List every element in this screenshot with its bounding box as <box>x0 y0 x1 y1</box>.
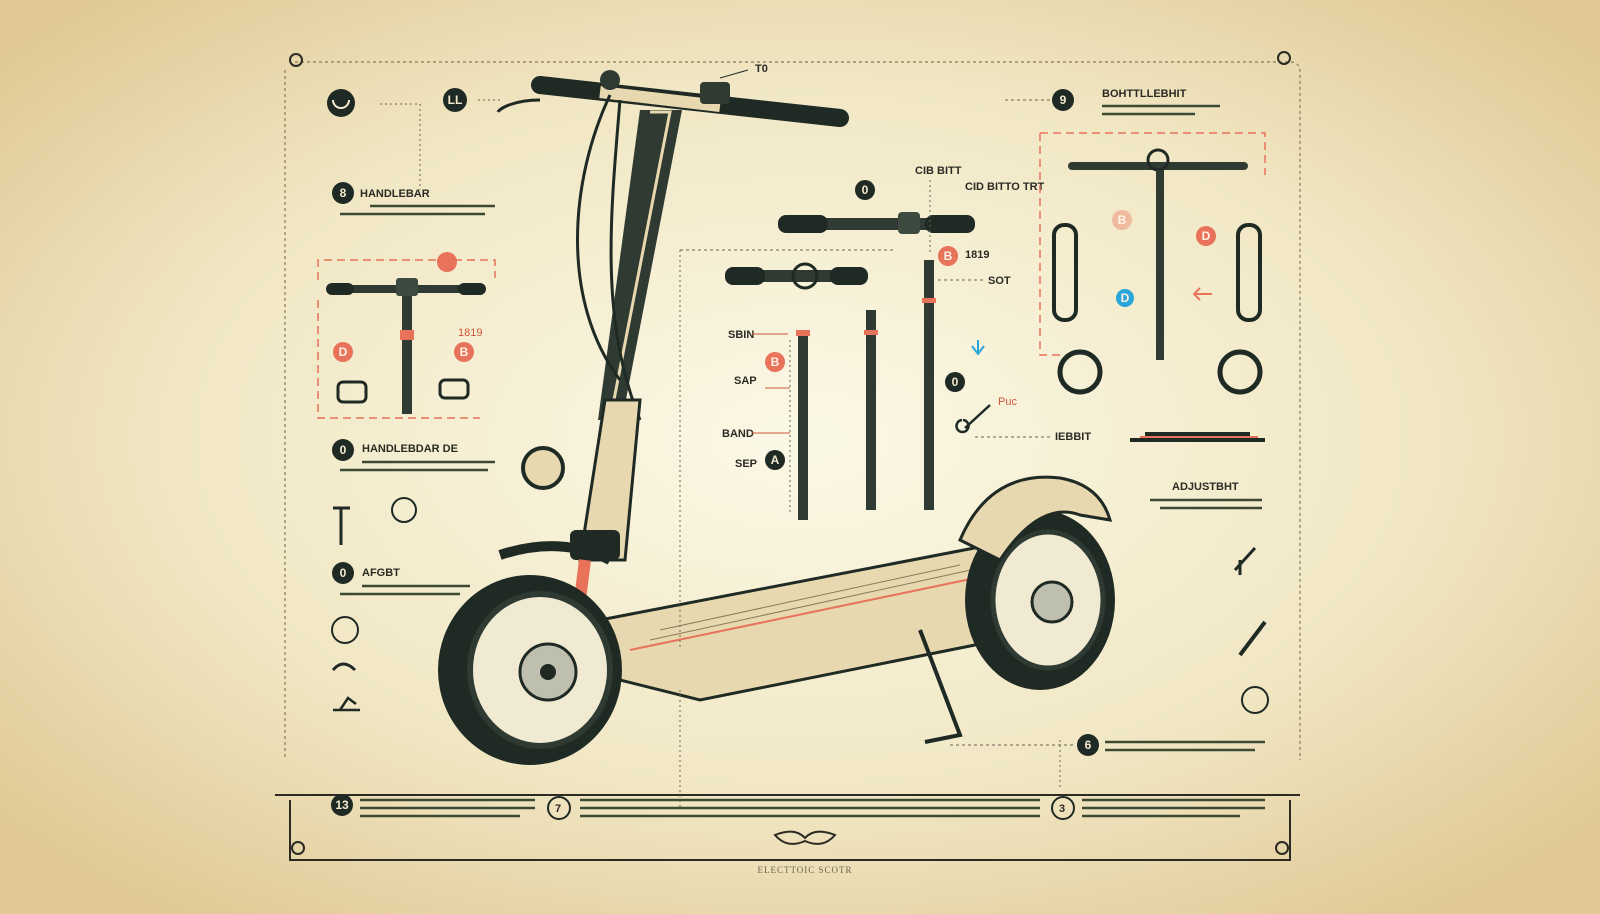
gauge-icon <box>327 89 355 117</box>
top-label: T0 <box>755 63 768 75</box>
deck-part-icon <box>1130 432 1265 442</box>
footer-badge: 3 <box>1059 803 1065 815</box>
frame-ornaments <box>275 51 1300 861</box>
wheel-detail-icon <box>1057 349 1103 395</box>
sbin-label: SBIN <box>728 329 754 341</box>
right-bottom-badge: 6 <box>1085 738 1092 752</box>
stem-label-b: CID BITTO TRT <box>965 181 1045 193</box>
right-inset-badge: B <box>1118 213 1127 227</box>
right-header-badge: 9 <box>1060 93 1067 107</box>
sep-label: SEP <box>735 458 757 470</box>
puc-label: Puc <box>998 396 1017 408</box>
inset-badge-label: B <box>460 345 469 359</box>
bell-icon <box>331 616 359 644</box>
sap-badge: B <box>771 355 780 369</box>
tool-icon <box>391 497 417 523</box>
section2-label: HANDLEBDAR DE <box>362 443 458 455</box>
inset-box-left <box>317 259 496 419</box>
text-lines <box>340 204 495 216</box>
text-lines <box>1150 498 1262 510</box>
lever-icon <box>1233 546 1257 575</box>
right-header-label: BOHTTLLEBHIT <box>1102 88 1187 100</box>
right-inset-badge: D <box>1202 229 1211 243</box>
band-label: BAND <box>722 428 754 440</box>
wheel-detail-icon <box>1217 349 1263 395</box>
text-lines <box>340 584 470 596</box>
headlight-icon <box>521 446 565 490</box>
pen-icon <box>1238 620 1267 657</box>
text-lines <box>340 460 495 472</box>
inset-label: 1819 <box>458 327 482 339</box>
gauge-detail-icon <box>1241 686 1269 714</box>
text-lines <box>360 798 1265 818</box>
center-badge-c: 0 <box>952 375 959 389</box>
inset-box-right <box>1039 132 1266 356</box>
sep-badge: A <box>771 453 780 467</box>
right-inset-badge: D <box>1121 291 1130 305</box>
center-label-b: 1819 <box>965 249 989 261</box>
text-lines <box>1105 740 1265 752</box>
center-badge-b: B <box>944 249 953 263</box>
footer-row: 13 7 3 <box>331 794 1265 820</box>
inset-badge <box>333 342 353 362</box>
footer-badge: 13 <box>335 798 349 812</box>
section3-label: AFGBT <box>362 567 400 579</box>
section1-label: HANDLEBAR <box>360 188 430 200</box>
adjust-label: ADJUSTBHT <box>1172 481 1239 493</box>
sap-label: SAP <box>734 375 757 387</box>
front-wheel <box>438 575 622 765</box>
center-parts: T0 0 CIB BITT CID BITTO TRT B 1819 SOT S… <box>679 63 1091 650</box>
footer-title: ELECTTOIC SCOTR <box>757 865 852 875</box>
center-badge-a: 0 <box>862 183 869 197</box>
inset-badge-label: D <box>339 345 348 359</box>
down-arrow-icon <box>971 340 985 356</box>
section3-badge: 0 <box>340 566 347 580</box>
top-badge: LL <box>448 93 463 107</box>
stem-label-a: CIB BITT <box>915 165 962 177</box>
section1-badge: 8 <box>340 186 347 200</box>
left-panel: LL 8 HANDLEBAR D B 1819 0 HANDLEBDAR DE <box>317 88 500 712</box>
scooter-illustration <box>438 70 1115 810</box>
wrench-icon <box>333 506 350 545</box>
brake-lever-icon <box>955 404 991 434</box>
right-panel: 9 BOHTTLLEBHIT B D D ADJUSTBHT 6 <box>950 88 1269 756</box>
curve-icon <box>331 662 357 672</box>
dashed-frame <box>284 61 1301 760</box>
lock-icon <box>333 696 360 712</box>
iebbit-label: IEBBIT <box>1055 431 1091 443</box>
footer-badge: 7 <box>555 803 561 815</box>
sot-label: SOT <box>988 275 1011 287</box>
text-lines <box>1102 104 1220 116</box>
section2-badge: 0 <box>340 443 347 457</box>
left-handlebar-illustration <box>326 278 486 414</box>
